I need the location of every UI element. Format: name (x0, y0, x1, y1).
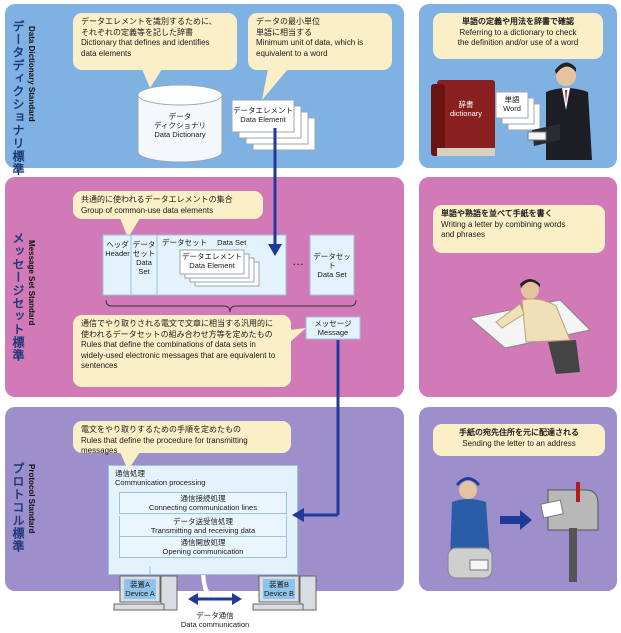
text-line: 使われるデータセットの組み合わせ方等を定めたもの (81, 329, 273, 339)
text-line: 単語の定義や用法を辞書で確認 (462, 17, 574, 26)
device-b: 装置B Device B (263, 580, 295, 598)
protocol-label-jp: プロトコル標準 (11, 462, 25, 553)
inner-data-element: データエレメント Data Element (180, 252, 244, 270)
text-line: Data Set (217, 238, 247, 247)
text-line: 通信処理 (115, 469, 145, 478)
text-line: データエレメント (233, 106, 293, 115)
dataset-wide-label: データセット Data Set (162, 238, 252, 247)
text-line: Dictionary that defines and identifies (81, 38, 210, 47)
text-line: 通信開放処理 (180, 538, 226, 547)
text-line: それぞれの定義等を記した辞書 (81, 27, 193, 37)
text-line: 単語に相当する (256, 27, 312, 37)
comm-row-transmit: データ送受信処理 Transmitting and receiving data (119, 516, 287, 537)
text-line: dictionary (449, 109, 483, 118)
cylinder-label: データ ディクショナリ Data Dictionary (138, 112, 222, 139)
text-line: Connecting communication lines (149, 503, 257, 512)
text-line: Data Set (317, 270, 347, 279)
text-line: データの最小単位 (256, 17, 320, 26)
word-card-label: 単語 Word (496, 95, 528, 113)
text-line: widely-used electronic messages that are… (81, 350, 276, 360)
text-line: メッセージ (314, 319, 352, 328)
text-line: Communication processing (115, 478, 206, 487)
comm-title: 通信処理 Communication processing (109, 466, 297, 490)
text-line: Device B (263, 589, 294, 598)
text-line: 通信接続処理 (180, 494, 226, 503)
dictionary-label-en: Data Dictionary Standard (27, 26, 36, 122)
message-rules-callout: 通信でやり取りされる電文で文章に相当する汎用的に 使われるデータセットの組み合わ… (73, 315, 291, 387)
text-line: Group of common-use data elements (81, 205, 214, 215)
text-line: セット (132, 249, 156, 258)
comm-row-connect: 通信接続処理 Connecting communication lines (119, 492, 287, 514)
dictionary-label-jp: データディクショナリ標準 (11, 20, 25, 176)
message-box: メッセージ Message (306, 319, 360, 337)
text-line: Data communication (180, 620, 250, 629)
text-line: Data Element (189, 261, 235, 270)
header-cell: ヘッダ Header (104, 240, 131, 258)
text-line: the definition and/or use of a word (457, 38, 579, 47)
text-line: 単語や熟語を並べて手紙を書く (441, 209, 553, 218)
dictionary-callout: データエレメントを識別するために、 それぞれの定義等を記した辞書 Diction… (73, 13, 237, 70)
text-line: データ送受信処理 (173, 517, 233, 526)
text-line: equivalent to a word (256, 48, 328, 58)
text-line: データエレメントを識別するために、 (81, 17, 217, 26)
text-line: and phrases (441, 230, 486, 239)
text-line: Rules that define the combinations of da… (81, 340, 256, 349)
message-label-jp: メッセージセット標準 (11, 232, 25, 362)
text-line: sentences (81, 361, 118, 370)
text-line: Referring to a dictionary to check (459, 27, 577, 37)
protocol-analogy-callout: 手紙の宛先住所を元に配達される Sending the letter to an… (433, 424, 605, 456)
text-line: Message (317, 328, 349, 337)
text-line: Set (138, 267, 150, 276)
element-callout: データの最小単位 単語に相当する Minimum unit of data, w… (248, 13, 392, 70)
dataset-last: データセット Data Set (310, 252, 354, 279)
text-line: 通信でやり取りされる電文で文章に相当する汎用的に (81, 319, 273, 328)
text-line: Device A (125, 589, 155, 598)
text-line: 電文をやり取りするための手順を定めたもの (81, 425, 241, 434)
data-element-card: データエレメント Data Element (232, 106, 294, 124)
dictionary-analogy-callout: 単語の定義や用法を辞書で確認 Referring to a dictionary… (433, 13, 603, 59)
text-line: Data Element (240, 115, 286, 124)
message-analogy-callout: 単語や熟語を並べて手紙を書く Writing a letter by combi… (433, 205, 605, 253)
text-line: Writing a letter by combining words (441, 219, 566, 229)
text-line: 辞書 (458, 100, 474, 109)
text-line: Header (105, 249, 130, 258)
text-line: Rules that define the procedure for tran… (81, 435, 248, 456)
text-line: データ通信 (196, 611, 234, 620)
text-line: Data (136, 258, 152, 267)
text-line: 単語 (504, 95, 520, 104)
text-line: ヘッダ (106, 240, 129, 249)
text-line: データ (132, 240, 156, 249)
text-line: データ (168, 112, 192, 121)
message-label-en: Message Set Standard (27, 240, 36, 326)
text-line: データセット (162, 238, 207, 247)
text-line: Minimum unit of data, which is (256, 38, 364, 47)
text-line: Transmitting and receiving data (150, 526, 256, 535)
text-line: 装置B (268, 580, 289, 589)
protocol-label-en: Protocol Standard (27, 464, 36, 534)
ellipsis: … (292, 254, 304, 268)
dataset-cell: データ セット Data Set (131, 240, 157, 276)
text-line: Data Dictionary (154, 130, 206, 139)
text-line: Sending the letter to an address (462, 438, 576, 448)
text-line: 共通的に使われるデータエレメントの集合 (81, 195, 233, 204)
text-line: Word (503, 104, 521, 113)
text-line: Opening communication (162, 547, 244, 556)
device-a: 装置A Device A (124, 580, 156, 598)
text-line: 装置A (129, 580, 150, 589)
common-elements-callout: 共通的に使われるデータエレメントの集合 Group of common-use … (73, 191, 263, 219)
text-line: データエレメント (182, 252, 242, 261)
text-line: データセット (313, 252, 351, 270)
data-communication-label: データ通信 Data communication (170, 611, 260, 629)
book-label: 辞書 dictionary (437, 100, 495, 118)
text-line: data elements (81, 48, 132, 58)
text-line: ディクショナリ (154, 121, 206, 130)
text-line: 手紙の宛先住所を元に配達される (459, 428, 579, 437)
communication-processing-box: 通信処理 Communication processing 通信接続処理 Con… (108, 465, 298, 575)
comm-row-open: 通信開放処理 Opening communication (119, 537, 287, 558)
protocol-callout: 電文をやり取りするための手順を定めたもの Rules that define t… (73, 421, 291, 455)
